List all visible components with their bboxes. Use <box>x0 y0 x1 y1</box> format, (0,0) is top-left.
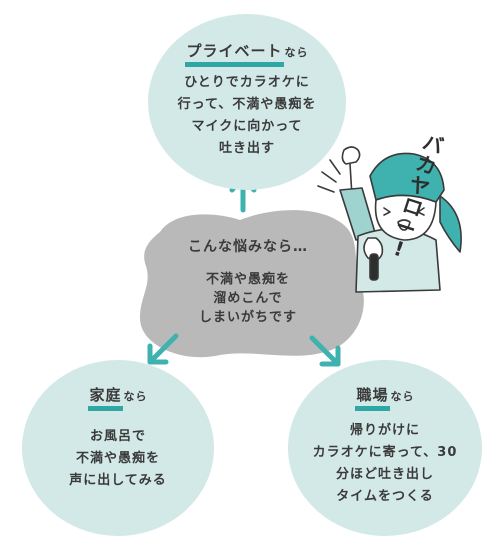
private-line-1: ひとりでカラオケに <box>184 75 310 90</box>
home-line-2: 不満や愚痴を <box>75 451 160 466</box>
center-blob <box>140 210 364 358</box>
center-text: こんな悩みなら… 不満や愚痴を 溜めこんで しまいがちです <box>150 236 346 327</box>
work-line-4: タイムをつくる <box>336 489 434 504</box>
center-line-1: 不満や愚痴を <box>205 272 290 287</box>
arrow-down-right-icon <box>309 335 341 367</box>
private-suffix: なら <box>284 46 309 59</box>
home-suffix: なら <box>123 390 148 403</box>
work-heading: 職場なら <box>288 384 482 411</box>
private-circle: プライベートなら ひとりでカラオケに 行って、不満や愚痴を マイクに向かって 吐… <box>148 14 346 190</box>
home-line-1: お風呂で <box>89 429 146 444</box>
work-suffix: なら <box>390 390 415 403</box>
work-line-3: 分ほど吐き出し <box>335 467 434 482</box>
center-body: 不満や愚痴を 溜めこんで しまいがちです <box>150 270 346 327</box>
work-line-1: 帰りがけに <box>349 423 420 438</box>
work-line-2: カラオケに寄って、30 <box>312 445 458 460</box>
arrow-down-left-icon <box>147 333 179 365</box>
center-line-2: 溜めこんで <box>213 291 283 306</box>
private-line-4: 吐き出す <box>218 141 275 156</box>
private-text: ひとりでカラオケに 行って、不満や愚痴を マイクに向かって 吐き出す <box>156 72 338 160</box>
private-line-3: マイクに向かって <box>191 119 303 134</box>
work-text: 帰りがけに カラオケに寄って、30 分ほど吐き出し タイムをつくる <box>296 420 474 508</box>
center-line-3: しまいがちです <box>198 310 297 325</box>
home-heading: 家庭なら <box>22 384 214 411</box>
home-line-3: 声に出してみる <box>69 473 167 488</box>
private-line-2: 行って、不満や愚痴を <box>177 97 317 112</box>
home-circle: 家庭なら お風呂で 不満や愚痴を 声に出してみる <box>22 360 214 536</box>
work-key: 職場 <box>355 384 390 411</box>
center-title: こんな悩みなら… <box>188 239 308 255</box>
private-key: プライベート <box>185 40 284 67</box>
private-heading: プライベートなら <box>148 40 346 67</box>
home-text: お風呂で 不満や愚痴を 声に出してみる <box>30 426 206 492</box>
home-key: 家庭 <box>88 384 123 411</box>
work-circle: 職場なら 帰りがけに カラオケに寄って、30 分ほど吐き出し タイムをつくる <box>288 360 482 536</box>
shouting-person-illustration <box>317 146 462 293</box>
